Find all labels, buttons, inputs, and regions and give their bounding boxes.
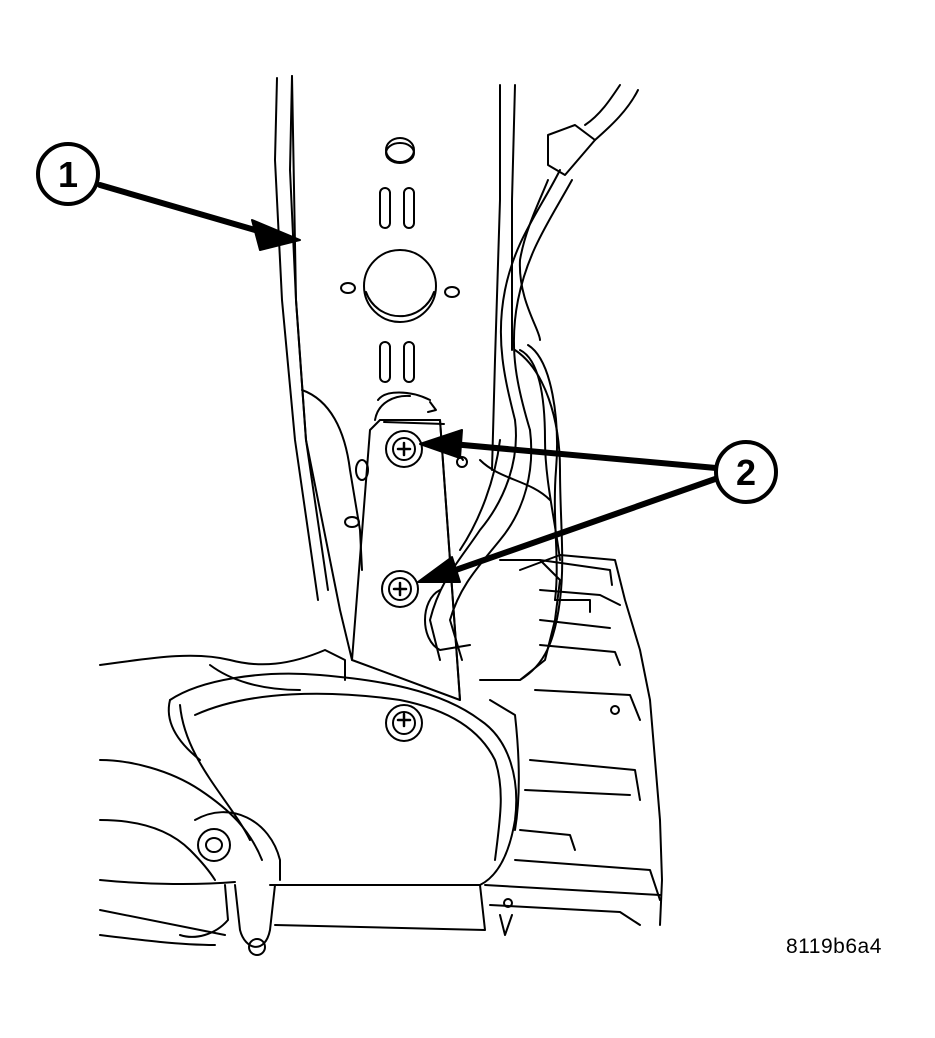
bolt-lower (381, 570, 419, 608)
recliner-housing (99, 649, 520, 956)
floor-rail-assembly (484, 554, 663, 936)
bolt-upper (385, 430, 423, 468)
callout-1: 1 (36, 142, 100, 206)
seat-back-frame (274, 75, 516, 661)
wiring-harness (424, 84, 639, 681)
callout-2: 2 (714, 440, 778, 504)
figure-code: 8119b6a4 (786, 935, 882, 958)
callout-2-label: 2 (736, 452, 756, 493)
callout-1-label: 1 (58, 154, 78, 195)
leader-arrows-2 (417, 429, 721, 583)
leader-arrow-1 (97, 182, 301, 251)
